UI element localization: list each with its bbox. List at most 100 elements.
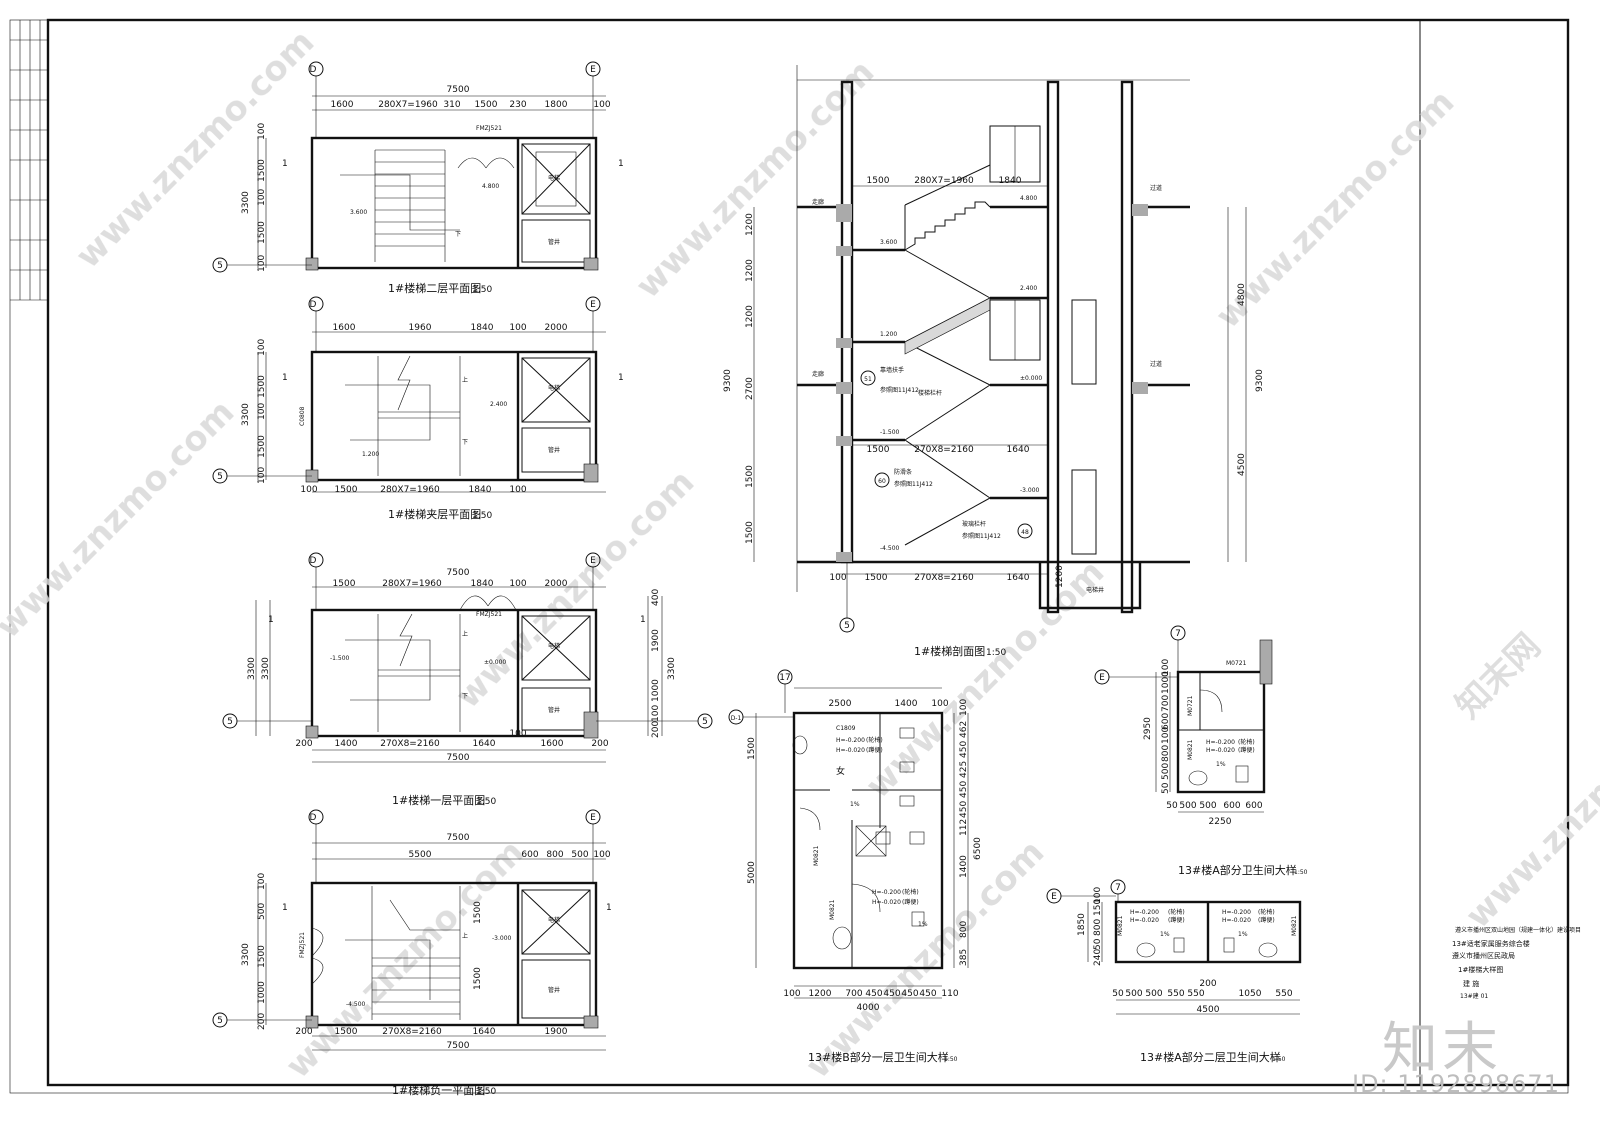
dimension-total: 2950 xyxy=(1143,717,1153,740)
dimension: 550 xyxy=(1275,989,1292,999)
axis-bubble: 5 xyxy=(217,472,223,482)
door-tag: M0721 xyxy=(1226,660,1247,667)
room-label: 电梯 xyxy=(548,642,560,650)
drawing-title: 13#楼A部分卫生间大样 xyxy=(1178,863,1297,877)
dimension: 1500 xyxy=(867,176,890,186)
height-note: H=-0.200 xyxy=(872,889,901,896)
dimension-total: 7500 xyxy=(447,833,470,843)
watermark-url: www.znzmo.com xyxy=(448,462,702,716)
plan-mezzanine xyxy=(212,296,606,493)
dimension: 1000 xyxy=(1161,671,1171,694)
dimension: 1200 xyxy=(809,989,832,999)
level-mark: 1.200 xyxy=(362,451,379,458)
dimension: 1500 xyxy=(747,737,757,760)
stair-section xyxy=(753,65,1247,633)
dimension-total: 7500 xyxy=(447,568,470,578)
level-mark: -3.000 xyxy=(492,935,512,942)
dimension: 600 xyxy=(1161,713,1171,730)
dimension: 3300 xyxy=(247,657,257,680)
dimension: 280X7=1960 xyxy=(914,176,974,186)
section-note: 参照图11J412 xyxy=(962,532,1001,540)
dimension: 100 xyxy=(257,873,267,890)
level-mark: ±0.000 xyxy=(1020,375,1042,382)
toilet-b-plan xyxy=(728,669,969,999)
dimension: 110 xyxy=(941,989,958,999)
dimension: 462 xyxy=(959,721,969,738)
door-tag: FMZJ521 xyxy=(299,932,306,958)
door-tag: FMZJ521 xyxy=(476,125,502,132)
drawing-scale: 1:50 xyxy=(986,648,1006,658)
section-mark: 1 xyxy=(606,903,612,913)
dimension: 50 xyxy=(1161,782,1171,794)
room-label: 管井 xyxy=(548,706,560,714)
dimension: 1500 xyxy=(257,221,267,244)
dimension: 600 xyxy=(1245,801,1262,811)
section-note: 参照图11J412 xyxy=(894,480,933,488)
section-note: 防滑条 xyxy=(894,468,912,476)
drawing-scale: 1:50 xyxy=(476,797,496,807)
dimension: 100 xyxy=(509,323,526,333)
level-mark: -1.500 xyxy=(880,429,900,436)
watermark-id: ID: 1192898671 xyxy=(1352,1070,1560,1098)
height-note: (蹲便) xyxy=(902,898,919,906)
dimension: 1500 xyxy=(745,465,755,488)
stair-direction: 上 xyxy=(462,932,468,940)
axis-bubble: E xyxy=(1051,892,1057,902)
room-label: 走廊 xyxy=(812,370,824,378)
dimension: 2700 xyxy=(745,377,755,400)
height-note: H=-0.200 xyxy=(836,737,865,744)
toilet-a1-labels: 7 E M0721 M0721 M0821 100 1000 700 600 1… xyxy=(1099,629,1308,877)
dimension: 1600 xyxy=(541,739,564,749)
drawing-scale: 1:50 xyxy=(476,1087,496,1097)
section-mark: 1 xyxy=(618,373,624,383)
level-mark: 3.600 xyxy=(880,239,897,246)
plan-first-floor-labels: D E 5 5 7500 1500 280X7=1960 1840 100 20… xyxy=(227,556,708,807)
level-mark: -4.500 xyxy=(346,1001,366,1008)
title-discipline: 建 施 xyxy=(1463,979,1479,988)
dimension: 450 xyxy=(919,989,936,999)
binding-strip xyxy=(10,20,48,301)
dimension: 1200 xyxy=(745,305,755,328)
level-mark: 2.400 xyxy=(1020,285,1037,292)
height-note: (蹲便) xyxy=(1258,916,1275,924)
dimension: 200 xyxy=(295,739,312,749)
dimension-total: 2250 xyxy=(1209,817,1232,827)
dimension: 385 xyxy=(959,949,969,966)
dimension: 1900 xyxy=(545,1027,568,1037)
door-tag: M0721 xyxy=(1187,695,1194,716)
plan-second-floor-labels: D E 5 7500 1600 280X7=1960 310 1500 230 … xyxy=(217,65,624,295)
detail-ref: 48 xyxy=(1021,529,1029,536)
plan-basement xyxy=(212,809,606,1051)
dimension: 4500 xyxy=(1237,453,1247,476)
dimension: 2000 xyxy=(545,323,568,333)
drawing-title: 1#楼梯负一平面图 xyxy=(392,1083,485,1097)
dimension: 1600 xyxy=(331,100,354,110)
dimension: 150 xyxy=(1093,899,1103,916)
dimension: 450 xyxy=(959,781,969,798)
dimension: 100 xyxy=(593,100,610,110)
dimension: 1200 xyxy=(1055,565,1065,588)
dimension: 1960 xyxy=(409,323,432,333)
dimension: 600 xyxy=(1223,801,1240,811)
dimension: 200 xyxy=(1199,979,1216,989)
axis-bubble: 17 xyxy=(779,673,790,683)
axis-bubble: 5 xyxy=(702,717,708,727)
plan-second-floor xyxy=(212,61,606,273)
drawing-title: 1#楼梯夹层平面图 xyxy=(388,507,481,521)
height-note: H=-0.200 xyxy=(1206,739,1235,746)
detail-ref: 60 xyxy=(878,478,886,485)
height-note: H=-0.200 xyxy=(1130,909,1159,916)
section-note: 玻璃栏杆 xyxy=(962,520,986,528)
dimension: 1640 xyxy=(473,1027,496,1037)
dimension: 1500 xyxy=(257,159,267,182)
drawing-scale: 1:50 xyxy=(944,1056,958,1063)
dimension: 100 xyxy=(257,339,267,356)
watermark-url: www.znzmo.com xyxy=(628,52,882,306)
dimension: 550 xyxy=(1167,989,1184,999)
dimension: 310 xyxy=(443,100,460,110)
dimension: 1000 xyxy=(257,981,267,1004)
dimension: 1050 xyxy=(1239,989,1262,999)
watermark-site: 知末网 xyxy=(1448,626,1548,726)
window-tag: C0808 xyxy=(299,406,306,426)
axis-bubble: E xyxy=(590,813,596,823)
